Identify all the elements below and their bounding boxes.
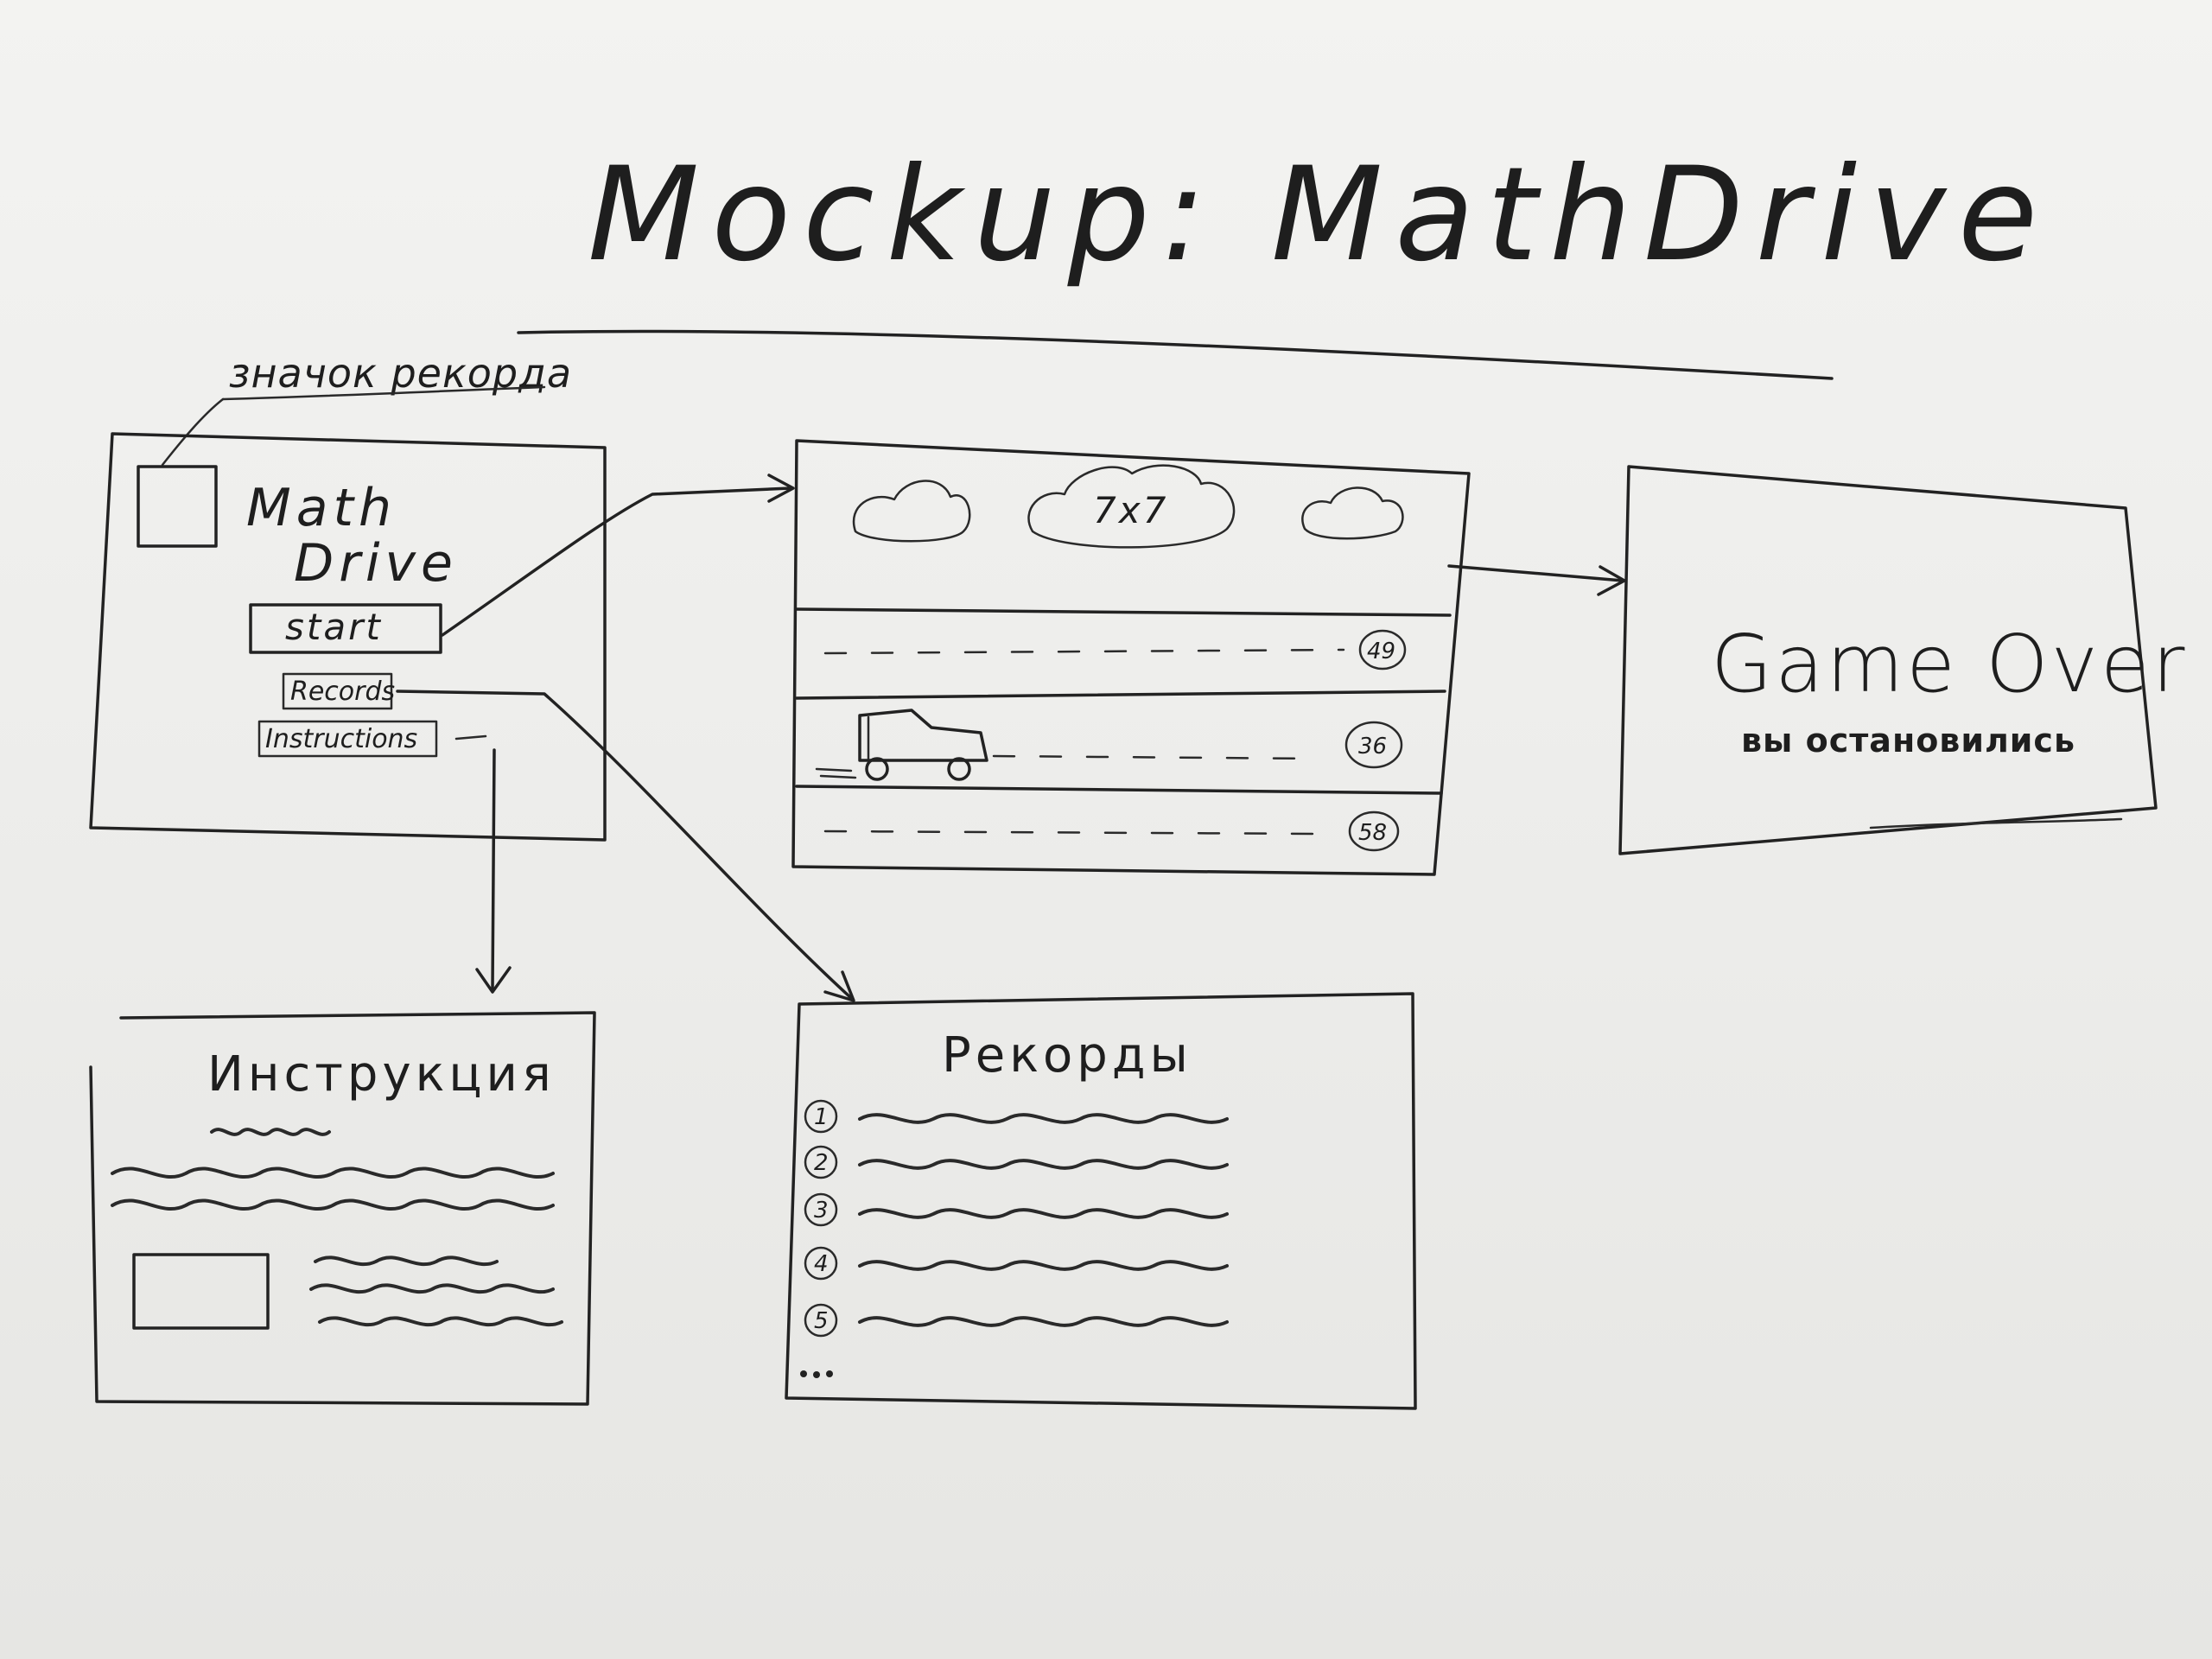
svg-text:2: 2	[814, 1150, 829, 1176]
start-button[interactable]: start	[249, 603, 442, 654]
game-over-screen: Game Over вы остановились	[1618, 465, 2187, 855]
arrow-start-to-game	[441, 486, 792, 637]
cloud-icon	[1301, 486, 1404, 540]
svg-text:3: 3	[814, 1198, 829, 1224]
record-icon-annotation: значок рекорда	[229, 350, 572, 397]
flow-arrows	[396, 474, 1626, 1002]
game-over-title: Game Over	[1711, 618, 2187, 710]
svg-text:start: start	[285, 606, 383, 648]
annotation-underline	[221, 385, 546, 401]
car-icon	[815, 709, 988, 781]
page-title: Mockup: MathDrive	[588, 140, 2050, 290]
svg-text:Records: Records	[290, 677, 395, 707]
question-text: 7x7	[1093, 489, 1168, 531]
arrow-instructions	[491, 748, 496, 991]
app-name-line2: Drive	[294, 533, 458, 594]
title-underline	[517, 329, 1834, 380]
road	[795, 607, 1452, 795]
svg-text:4: 4	[814, 1251, 829, 1277]
instructions-heading: Инструкция	[207, 1046, 556, 1103]
annotation-leader	[161, 397, 225, 467]
record-row: 5	[804, 1303, 1229, 1338]
svg-text:Instructions: Instructions	[265, 724, 417, 754]
main-menu-screen: Math Drive start Records Instructions	[89, 432, 607, 842]
svg-text:1: 1	[814, 1104, 829, 1130]
text-placeholder	[111, 1166, 555, 1179]
image-placeholder	[132, 1253, 270, 1330]
question-cloud-icon	[1027, 464, 1236, 549]
text-placeholder	[210, 1128, 331, 1136]
instructions-button[interactable]: Instructions	[257, 720, 438, 758]
record-icon-placeholder[interactable]	[137, 465, 218, 548]
app-name-line1: Math	[246, 478, 397, 538]
text-placeholder	[314, 1255, 499, 1267]
record-row: 4	[804, 1246, 1229, 1281]
record-row: 2	[804, 1145, 1229, 1179]
text-placeholder	[309, 1283, 555, 1294]
text-placeholder	[318, 1316, 563, 1327]
records-button[interactable]: Records	[282, 672, 395, 710]
arrow-game-to-gameover	[1447, 564, 1624, 582]
record-row: 3	[804, 1192, 1229, 1227]
records-heading: Рекорды	[942, 1027, 1192, 1084]
cloud-icon	[852, 480, 971, 543]
text-placeholder	[111, 1198, 555, 1211]
lane-answer[interactable]: 36	[1344, 721, 1403, 769]
lane-answer[interactable]: 58	[1348, 810, 1400, 852]
game-screen: 7x7 49 36 58	[791, 439, 1471, 876]
records-screen: Рекорды 1 2 3 4 5	[785, 992, 1417, 1410]
more-dots-icon	[800, 1370, 833, 1378]
lane-answer[interactable]: 49	[1358, 629, 1407, 671]
lane-dashes	[823, 648, 1345, 836]
svg-text:5: 5	[814, 1308, 829, 1334]
arrow-records	[396, 690, 853, 1000]
instructions-screen: Инструкция	[89, 1011, 596, 1406]
record-row: 1	[804, 1099, 1229, 1134]
svg-text:58: 58	[1358, 820, 1387, 846]
svg-text:36: 36	[1358, 734, 1387, 760]
svg-text:49: 49	[1367, 639, 1395, 664]
game-over-subtitle: вы остановились	[1741, 721, 2075, 760]
